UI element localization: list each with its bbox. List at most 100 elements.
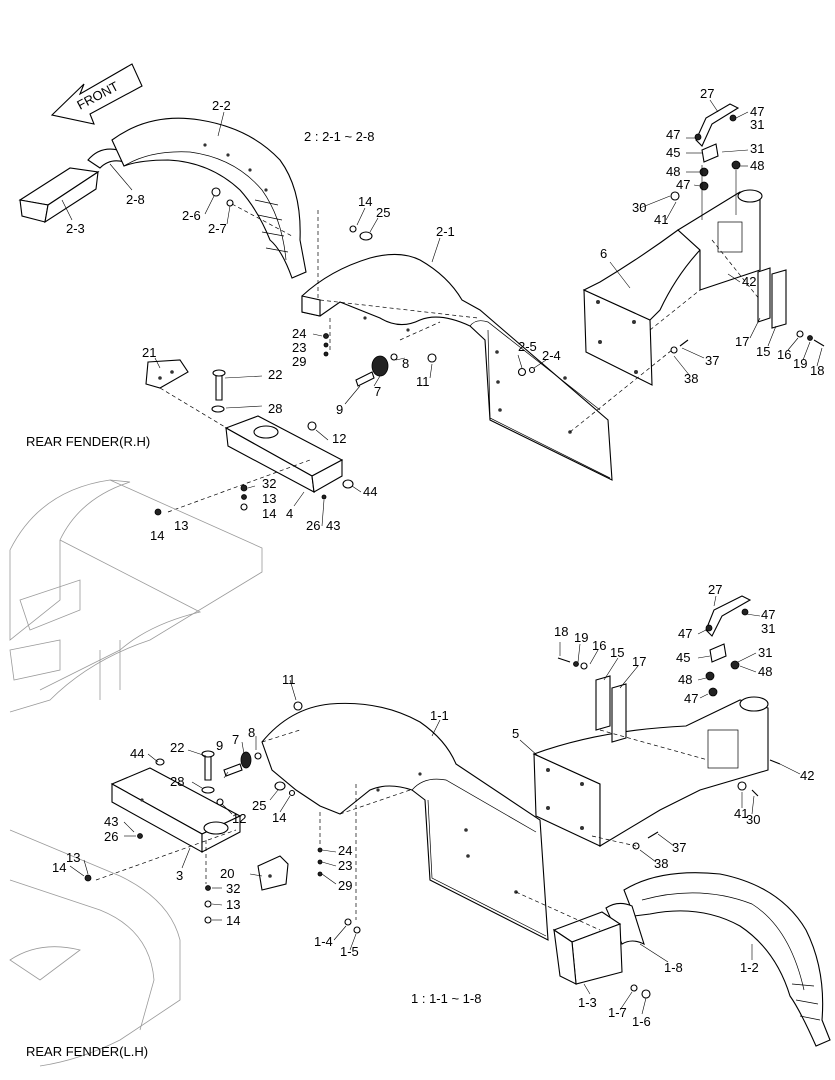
callout: 28 bbox=[268, 401, 282, 416]
callout: 27 bbox=[700, 86, 714, 101]
callout: 48 bbox=[666, 164, 680, 179]
part-4-support bbox=[224, 415, 344, 493]
callout: 17 bbox=[735, 334, 749, 349]
callout: 13 bbox=[226, 897, 240, 912]
callout: 12 bbox=[332, 431, 346, 446]
callout: 45 bbox=[666, 145, 680, 160]
callout: 2-5 bbox=[518, 339, 537, 354]
callout: 12 bbox=[232, 811, 246, 826]
callout: 6 bbox=[600, 246, 607, 261]
callout: 22 bbox=[268, 367, 282, 382]
callout: 19 bbox=[574, 630, 588, 645]
callout: 17 bbox=[632, 654, 646, 669]
assembly-2-note: 2 : 2-1 ~ 2-8 bbox=[304, 129, 374, 144]
callout: 48 bbox=[678, 672, 692, 687]
callout: 43 bbox=[104, 814, 118, 829]
callout: 47 bbox=[666, 127, 680, 142]
callout: 21 bbox=[142, 345, 156, 360]
callout: 47 bbox=[684, 691, 698, 706]
callout: 13 bbox=[262, 491, 276, 506]
rh-fender-ghost-outline bbox=[9, 479, 263, 713]
callout: 23 bbox=[338, 858, 352, 873]
callout: 1-1 bbox=[430, 708, 449, 723]
callout: 41 bbox=[654, 212, 668, 227]
callout: 14 bbox=[226, 913, 240, 928]
callout: 9 bbox=[336, 402, 343, 417]
callout: 47 bbox=[676, 177, 690, 192]
callout: 47 bbox=[750, 104, 764, 119]
callout: 24 bbox=[292, 326, 306, 341]
part-1-1-rear-fender bbox=[261, 702, 549, 941]
callout: 45 bbox=[676, 650, 690, 665]
callout: 47 bbox=[761, 607, 775, 622]
callout: 24 bbox=[338, 843, 352, 858]
part-20-hinge bbox=[257, 855, 289, 891]
callout: 42 bbox=[800, 768, 814, 783]
callout: 4 bbox=[286, 506, 293, 521]
callout: 16 bbox=[592, 638, 606, 653]
callout: 8 bbox=[402, 356, 409, 371]
callout: 14 bbox=[358, 194, 372, 209]
rear-fender-rh-label: REAR FENDER(R.H) bbox=[26, 434, 150, 449]
part-6-bracket bbox=[582, 189, 763, 386]
callout: 26 bbox=[104, 829, 118, 844]
callout: 2-4 bbox=[542, 348, 561, 363]
callout: 2-6 bbox=[182, 208, 201, 223]
callout: 18 bbox=[554, 624, 568, 639]
callout: 1-8 bbox=[664, 960, 683, 975]
callout: 2-2 bbox=[212, 98, 231, 113]
leader-lines bbox=[61, 99, 823, 1015]
callout: 1-2 bbox=[740, 960, 759, 975]
part-5-bracket bbox=[532, 696, 769, 847]
callout: 29 bbox=[292, 354, 306, 369]
part-1-2-fender-extension bbox=[623, 872, 831, 1047]
rear-fender-lh-label: REAR FENDER(L.H) bbox=[26, 1044, 148, 1059]
callout: 25 bbox=[376, 205, 390, 220]
callout: 20 bbox=[220, 866, 234, 881]
callout: 30 bbox=[746, 812, 760, 827]
callout: 14 bbox=[272, 810, 286, 825]
callout: 41 bbox=[734, 806, 748, 821]
callout: 38 bbox=[684, 371, 698, 386]
callout: 27 bbox=[708, 582, 722, 597]
callout: 1-5 bbox=[340, 944, 359, 959]
callout: 19 bbox=[793, 356, 807, 371]
callouts-rh: 2-2 2-8 2-3 2-6 2-7 14 25 2-1 24 23 29 2… bbox=[66, 86, 824, 543]
callout: 11 bbox=[416, 374, 430, 389]
callout: 1-3 bbox=[578, 995, 597, 1010]
part-3-support bbox=[110, 767, 242, 853]
callout: 30 bbox=[632, 200, 646, 215]
callout: 2-8 bbox=[126, 192, 145, 207]
lh-fender-ghost-outline bbox=[9, 829, 181, 1067]
callout: 37 bbox=[672, 840, 686, 855]
callout: 29 bbox=[338, 878, 352, 893]
callout: 44 bbox=[130, 746, 144, 761]
callout: 15 bbox=[756, 344, 770, 359]
part-2-2-fender-extension bbox=[111, 117, 307, 279]
callout: 32 bbox=[226, 881, 240, 896]
callout: 2-3 bbox=[66, 221, 85, 236]
callout: 22 bbox=[170, 740, 184, 755]
callout: 14 bbox=[150, 528, 164, 543]
callout: 11 bbox=[282, 672, 296, 687]
part-1-3-step-cover bbox=[552, 911, 623, 985]
callout: 31 bbox=[750, 117, 764, 132]
callout: 48 bbox=[758, 664, 772, 679]
callout: 37 bbox=[705, 353, 719, 368]
callout: 13 bbox=[174, 518, 188, 533]
callout: 15 bbox=[610, 645, 624, 660]
callout: 43 bbox=[326, 518, 340, 533]
callout: 18 bbox=[810, 363, 824, 378]
callout: 28 bbox=[170, 774, 184, 789]
part-2-3-step-cover bbox=[18, 167, 100, 224]
assembly-1-note: 1 : 1-1 ~ 1-8 bbox=[411, 991, 481, 1006]
callout: 47 bbox=[678, 626, 692, 641]
callout: 42 bbox=[742, 274, 756, 289]
callout: 14 bbox=[262, 506, 276, 521]
callout: 5 bbox=[512, 726, 519, 741]
callout: 23 bbox=[292, 340, 306, 355]
part-21-hinge bbox=[145, 359, 189, 389]
callout: 32 bbox=[262, 476, 276, 491]
